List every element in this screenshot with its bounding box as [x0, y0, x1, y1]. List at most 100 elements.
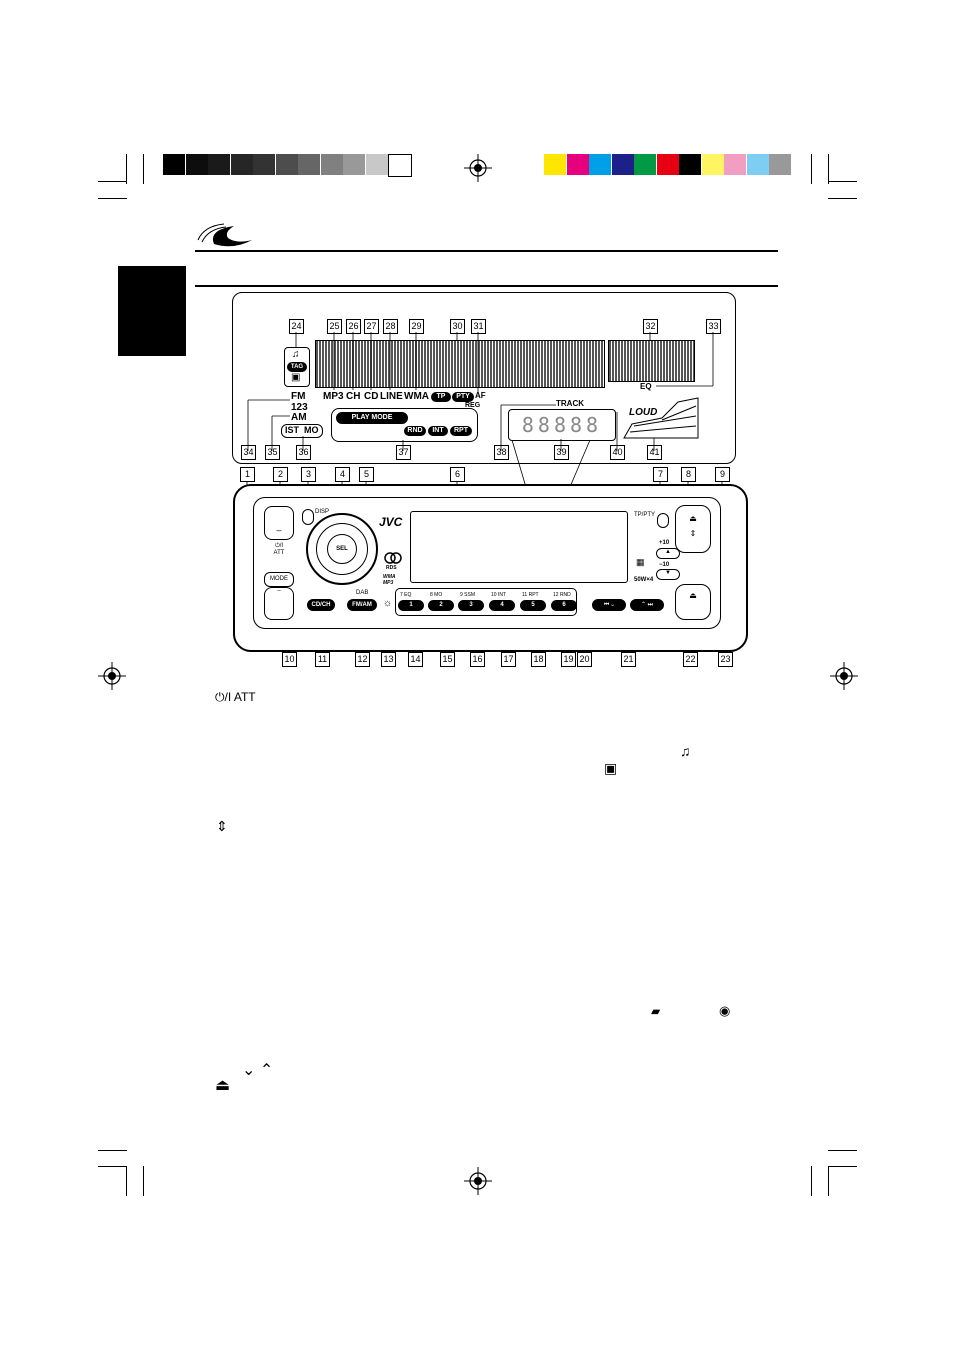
callout-number: 25 — [327, 319, 342, 334]
preset-button-3[interactable]: 3 — [458, 600, 484, 611]
crop-mark — [811, 154, 812, 184]
callout-number: 3 — [301, 467, 316, 482]
remote-sensor-icon: ☼ — [383, 598, 393, 609]
callout-number: 13 — [381, 652, 396, 667]
detach-button[interactable]: – — [264, 587, 294, 620]
callout-number: 39 — [554, 445, 569, 460]
color-swatch — [343, 154, 365, 175]
tp-pty-label: TP/PTY — [634, 512, 656, 518]
line-indicator: LINE — [380, 391, 403, 402]
preset-button-6[interactable]: 6 — [551, 600, 577, 611]
tag-indicator: TAG — [287, 362, 307, 372]
callout-number: 30 — [450, 319, 465, 334]
preset-label: 8 MO — [430, 592, 443, 598]
segment-display: 88888 — [508, 409, 616, 441]
crop-mark — [828, 154, 829, 184]
rds-label: RDS — [386, 565, 397, 571]
disc-icon: ◉ — [719, 1003, 731, 1018]
callout-number: 7 — [653, 467, 668, 482]
callout-number: 12 — [355, 652, 370, 667]
folder-icon: ▣ — [291, 372, 301, 383]
play-mode-indicator: PLAY MODE — [336, 412, 408, 424]
int-indicator: INT — [428, 426, 448, 436]
callout-number: 26 — [346, 319, 361, 334]
cd-ch-button[interactable]: CD/CH — [307, 599, 335, 611]
color-swatch — [320, 154, 343, 175]
disp-button[interactable] — [302, 509, 314, 525]
callout-number: 23 — [718, 652, 733, 667]
sel-button[interactable]: SEL — [327, 534, 357, 564]
music-note-icon: ♫ — [680, 743, 691, 759]
color-swatch — [365, 154, 388, 175]
fm-am-button[interactable]: FM/AM — [347, 599, 377, 611]
color-swatch — [298, 154, 320, 175]
callout-number: 24 — [289, 319, 304, 334]
dot-matrix-display — [315, 340, 605, 388]
callout-number: 9 — [715, 467, 730, 482]
dab-logo-icon: ▦ — [636, 557, 645, 567]
crop-mark — [126, 154, 127, 184]
tp-pty-button[interactable] — [657, 513, 669, 528]
load-icon: ⏏ — [689, 591, 697, 600]
wma-mp3-label: WMA MP3 — [383, 574, 396, 586]
skip-forward-button[interactable]: ⌃ ⏭ — [630, 599, 664, 611]
callout-number: 37 — [396, 445, 411, 460]
preset-button-4[interactable]: 4 — [489, 600, 515, 611]
af-indicator: AF — [475, 391, 486, 400]
crop-mark — [828, 1166, 829, 1196]
eject-icon: ⏏ — [689, 514, 697, 523]
registration-mark-icon — [464, 154, 492, 182]
color-swatch — [163, 154, 185, 175]
load-button[interactable]: ⏏ — [675, 584, 711, 620]
pty-indicator: PTY — [452, 392, 474, 402]
color-swatch — [185, 154, 208, 175]
mode-button[interactable]: MODE — [264, 572, 294, 587]
crop-mark — [98, 1150, 127, 1151]
crop-mark — [98, 1166, 127, 1167]
control-dial[interactable] — [306, 513, 378, 585]
brand-logo: JVC — [379, 515, 403, 529]
control-dial-ring — [316, 523, 368, 575]
registration-mark-icon — [464, 1167, 492, 1195]
down-button[interactable]: ▼ — [656, 569, 680, 580]
callout-number: 18 — [531, 652, 546, 667]
color-swatch — [746, 154, 769, 175]
color-swatch — [544, 154, 566, 175]
callout-number: 35 — [265, 445, 280, 460]
crop-mark — [126, 1166, 127, 1196]
track-indicator: TRACK — [556, 399, 584, 408]
callout-number: 16 — [470, 652, 485, 667]
eject-button[interactable]: ⏏ ⇕ — [675, 505, 711, 553]
preset-button-2[interactable]: 2 — [428, 600, 454, 611]
power-att-button[interactable]: – — [264, 506, 294, 540]
power-rating-label: 50W×4 — [634, 577, 654, 583]
preset-group — [395, 588, 577, 616]
preset-button-5[interactable]: 5 — [520, 600, 546, 611]
callout-number: 29 — [409, 319, 424, 334]
eq-indicator: EQ — [640, 382, 652, 391]
crop-mark — [828, 1166, 857, 1167]
skip-back-button[interactable]: ⏮ ⌄ — [592, 599, 626, 611]
crop-mark — [143, 154, 144, 184]
fm-am-label: FM/AM — [352, 602, 372, 608]
color-swatch — [769, 154, 791, 175]
ist-mo-box: IST MO — [281, 424, 323, 438]
callout-number: 10 — [282, 652, 297, 667]
preset-button-1[interactable]: 1 — [398, 600, 424, 611]
callout-number: 4 — [335, 467, 350, 482]
power-att-label: ⏻/I ATT — [273, 543, 285, 556]
section-logo-icon — [197, 223, 252, 247]
crop-mark — [143, 1166, 144, 1196]
crop-mark — [828, 181, 857, 182]
color-swatch — [388, 154, 412, 177]
color-swatch — [701, 154, 724, 175]
callout-number: 20 — [577, 652, 592, 667]
callout-number: 11 — [315, 652, 330, 667]
up-button[interactable]: ▲ — [656, 548, 680, 559]
preset-label: 10 INT — [491, 592, 507, 598]
cd-indicator: CD — [364, 391, 379, 402]
color-swatch — [589, 154, 611, 175]
registration-mark-icon — [98, 662, 126, 690]
callout-number: 14 — [408, 652, 423, 667]
sel-label: SEL — [336, 546, 348, 552]
